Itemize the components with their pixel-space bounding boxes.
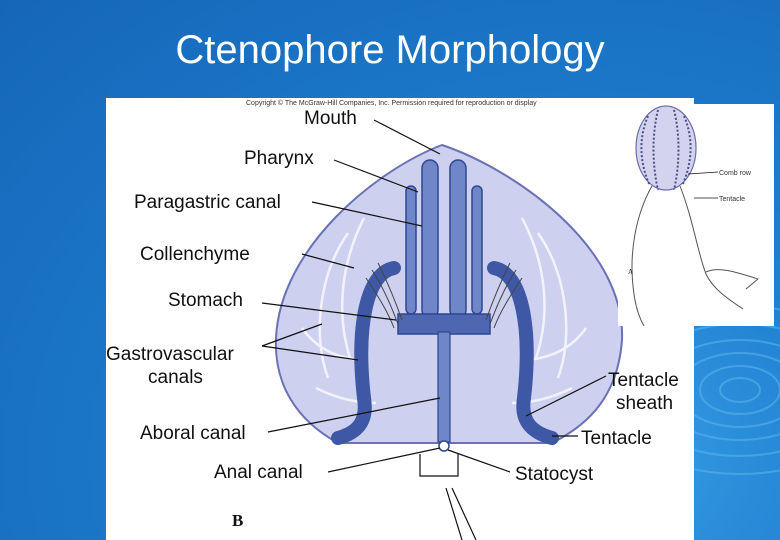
label-tentacle: Tentacle [581, 428, 652, 449]
label-gastrovascular: Gastrovascular [106, 344, 234, 365]
inset-comb-rows [640, 109, 692, 191]
panel-letter-a: A [628, 268, 633, 276]
label-anal-canal: Anal canal [214, 462, 303, 483]
ctenophore-diagram-a: Comb row Tentacle A [618, 104, 774, 326]
slide-title: Ctenophore Morphology [175, 28, 605, 72]
statocyst-body [438, 440, 450, 452]
inset-label-comb-row: Comb row [719, 170, 752, 177]
label-canals: canals [148, 367, 203, 388]
leader-lines [261, 119, 607, 540]
aboral-canal [437, 331, 451, 443]
inset-tentacles [631, 185, 760, 326]
label-collenchyme: Collenchyme [140, 244, 250, 265]
label-mouth: Mouth [304, 108, 357, 129]
inset-label-tentacle: Tentacle [719, 196, 745, 203]
stomach [397, 313, 491, 335]
ctenophore-diagram-b: Copyright © The McGraw-Hill Companies, I… [106, 98, 694, 540]
tentacle-sheaths [331, 261, 559, 445]
inset-body [635, 105, 697, 191]
label-paragastric-canal: Paragastric canal [134, 192, 281, 213]
label-tentacle-sheath-2: sheath [616, 393, 673, 414]
inset-leader-lines [687, 171, 719, 199]
label-stomach: Stomach [168, 290, 243, 311]
label-pharynx: Pharynx [244, 148, 314, 169]
label-statocyst: Statocyst [515, 464, 594, 485]
copyright-text: Copyright © The McGraw-Hill Companies, I… [246, 99, 537, 107]
label-aboral-canal: Aboral canal [140, 423, 246, 444]
panel-letter-b: B [232, 511, 243, 530]
label-tentacle-sheath-1: Tentacle [608, 370, 679, 391]
